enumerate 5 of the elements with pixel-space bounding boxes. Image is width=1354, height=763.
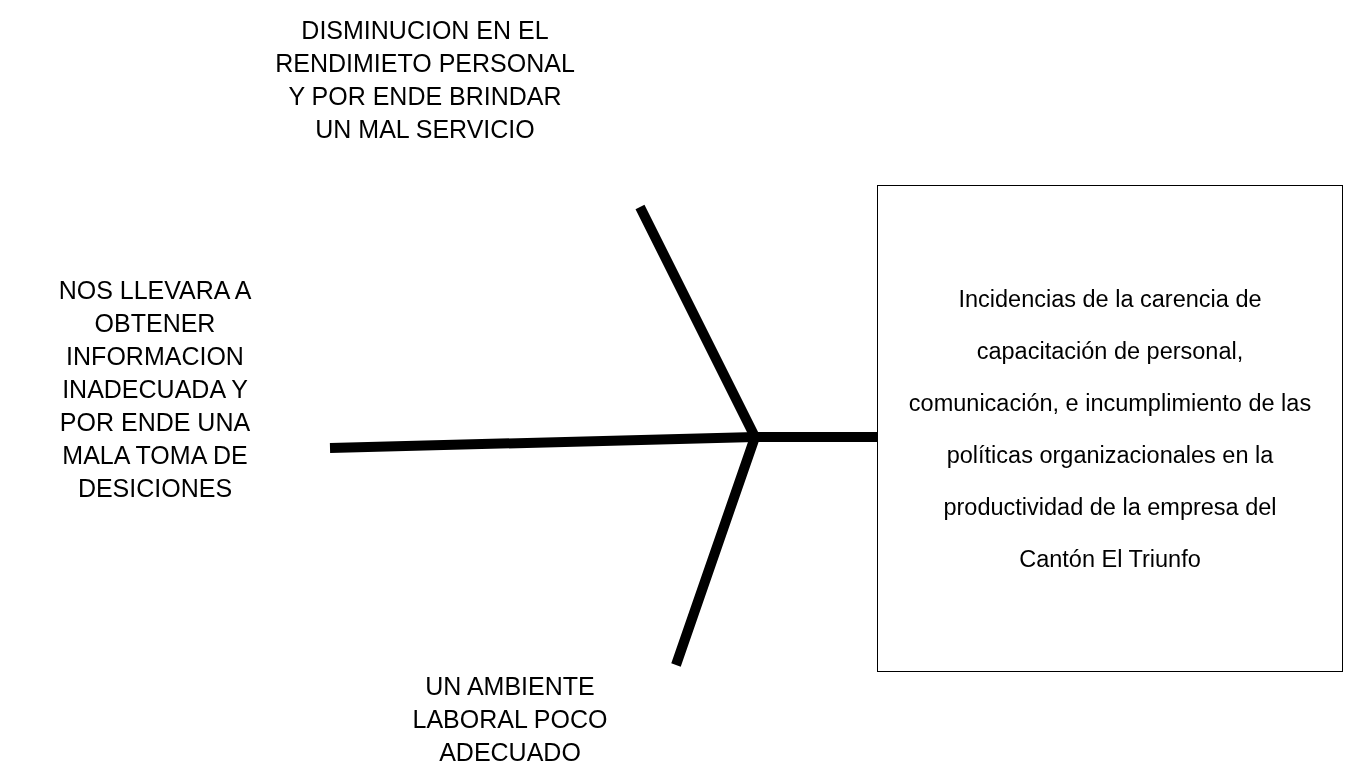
cause-text: UN AMBIENTE LABORAL POCO ADECUADO — [405, 665, 676, 763]
effect-box — [877, 185, 1343, 672]
cause-text: DISMINUCION EN EL RENDIMIETO PERSONAL Y POR ENDE BRINDAR UN MAL SERVICIO — [275, 14, 640, 207]
cause-text: NOS LLEVARA A OBTENER INFORMACION INADECUADA Y POR ENDE UNA MALA TOMA DE DESICIONES — [35, 274, 332, 564]
effect-text: Incidencias de la carencia de capacitación de personal, comunicación, e incumplimiento de las políticas organizacionales en la productividad de la empresa del Cantón El Triunfo — [908, 284, 1312, 574]
